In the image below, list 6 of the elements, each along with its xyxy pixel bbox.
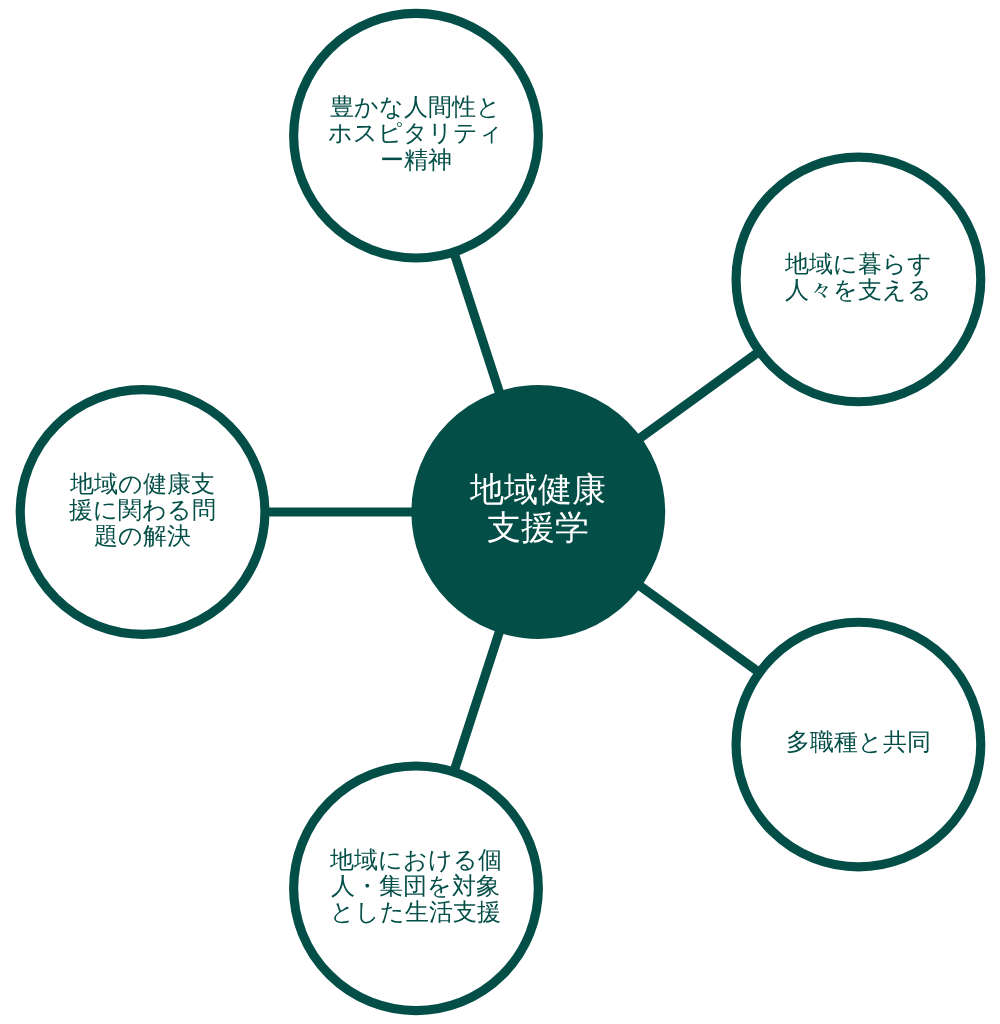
node-circle: 地域健康支援学 <box>410 385 665 639</box>
node-circle: 地域の健康支援に関わる問題の解決 <box>15 385 269 639</box>
node-circle: 地域に暮らす人々を支える <box>731 152 985 407</box>
node-circle: 多職種と共同 <box>731 617 985 872</box>
node-circle: 豊かな人間性とホスピタリティー精神 <box>288 8 543 263</box>
node-circle: 地域における個人・集団を対象とした生活支援 <box>288 761 543 1016</box>
